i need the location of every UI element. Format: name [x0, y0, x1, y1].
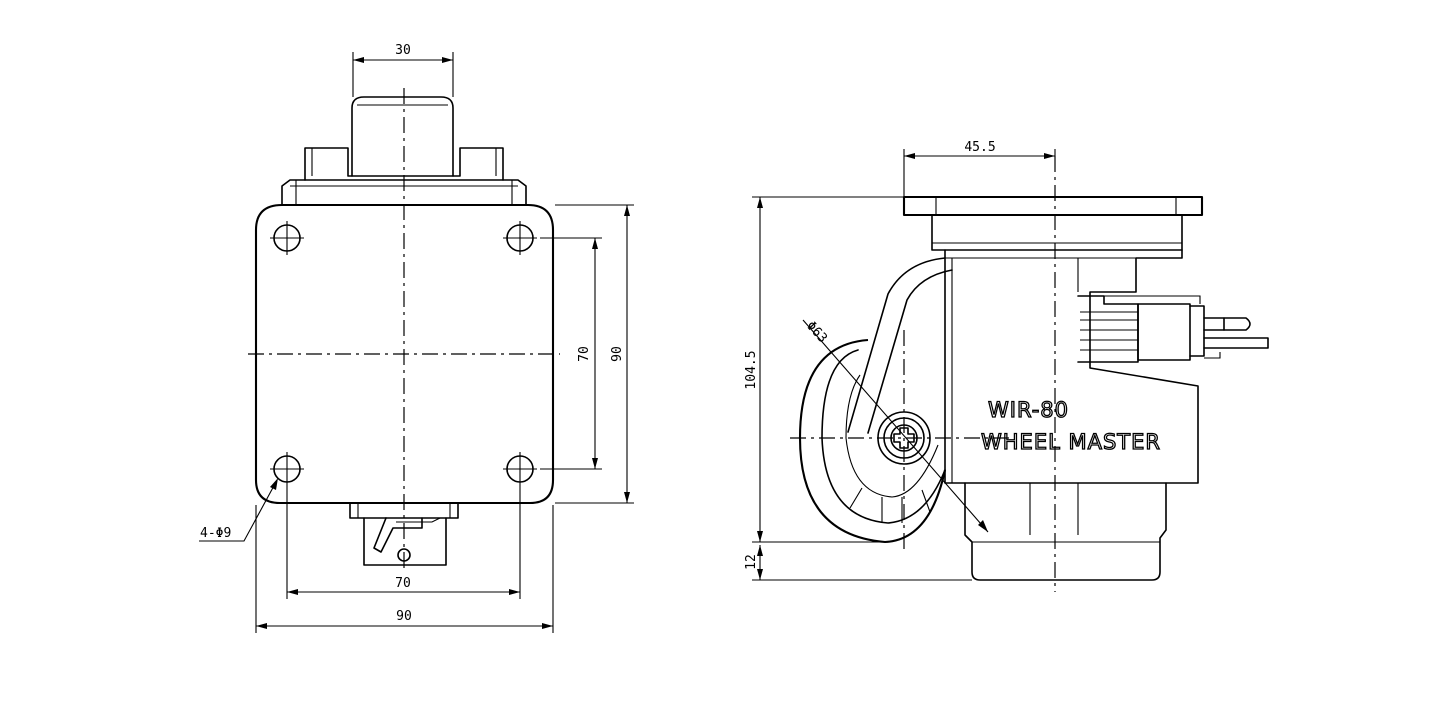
side-view: WIR-80 WHEEL MASTER 45.5 104.5 12 [744, 140, 1269, 592]
dim-foot-height: 12 [744, 545, 972, 581]
dim-wheel-diameter: Φ63 [802, 319, 989, 533]
side-foot [964, 482, 1167, 581]
side-top-plate [902, 195, 1204, 217]
front-top-actuator [351, 96, 454, 177]
dim-top-width: 30 [352, 43, 454, 97]
side-wheel [798, 338, 947, 544]
dim-hole-spacing-horizontal-label: 70 [395, 576, 411, 591]
dim-total-height: 104.5 [744, 196, 904, 543]
dim-wheel-diameter-label: Φ63 [803, 319, 830, 346]
dim-plate-height: 90 [555, 204, 634, 504]
hole-center-marks [270, 221, 537, 486]
hole-callout-label: 4-Φ9 [200, 526, 231, 541]
model-label: WIR-80 [988, 398, 1069, 422]
dim-hole-spacing-vertical: 70 [540, 237, 602, 470]
front-mounting-plate [254, 203, 555, 505]
dim-plate-width: 90 [255, 505, 554, 633]
dim-hole-spacing-vertical-label: 70 [577, 346, 592, 362]
dim-offset: 45.5 [903, 140, 1056, 197]
dim-top-width-label: 30 [395, 43, 411, 58]
dim-foot-height-label: 12 [744, 554, 759, 570]
dim-total-height-label: 104.5 [744, 350, 759, 389]
side-swivel-arm [847, 257, 953, 434]
side-lever-mechanism [1077, 295, 1269, 363]
side-mounting-block [931, 214, 1183, 251]
brand-label: WHEEL MASTER [981, 430, 1161, 454]
dim-offset-label: 45.5 [964, 140, 995, 155]
dim-hole-spacing-horizontal: 70 [286, 486, 521, 599]
front-view: 30 70 90 70 90 [199, 43, 634, 633]
hole-callout: 4-Φ9 [199, 478, 278, 542]
dim-plate-height-label: 90 [610, 346, 625, 362]
dim-plate-width-label: 90 [396, 609, 412, 624]
